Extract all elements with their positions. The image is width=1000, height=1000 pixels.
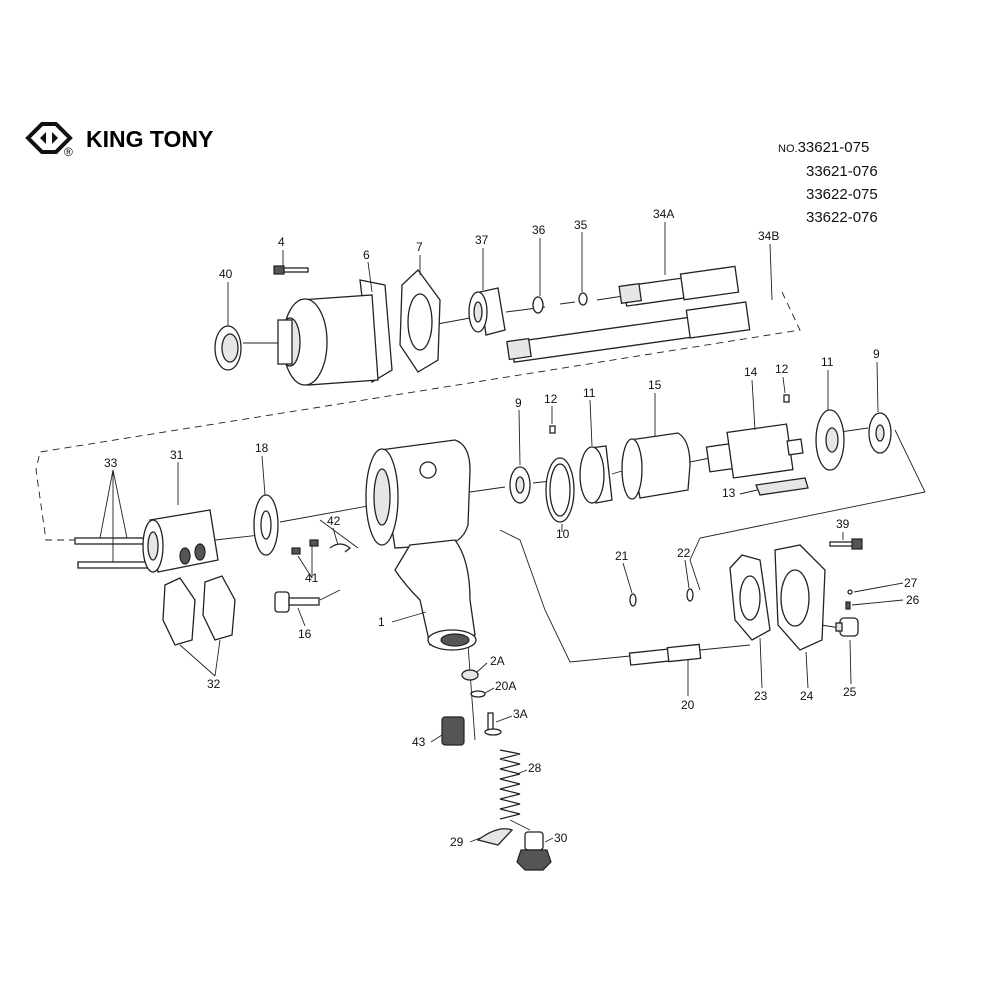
part-6-front-housing [277,279,393,386]
callout-1: 1 [378,615,385,629]
callout-13: 13 [722,486,736,500]
callout-41: 41 [305,571,319,585]
part-29-screen [476,828,514,846]
callout-labels: 4 40 6 7 37 36 35 34A 34B 9 11 12 14 15 … [104,207,920,849]
callout-22: 22 [677,546,691,560]
part-14-rotor [705,423,804,479]
callout-34b: 34B [758,229,779,243]
brand-logo: ® KING TONY [25,122,213,159]
part-41-screws [291,539,319,555]
part-10-ring [545,457,575,523]
callout-25: 25 [843,685,857,699]
part-12-pin-front [549,425,556,434]
callout-20: 20 [681,698,695,712]
model-number-list: NO.33621-075 33621-076 33622-075 33622-0… [778,139,878,226]
model-number-1: NO.33621-075 [778,139,869,156]
king-tony-emblem-icon [25,122,73,154]
part-37-bushing [468,287,506,336]
part-27-ball [847,589,853,595]
part-12-pin-rear [783,394,790,403]
callout-18: 18 [255,441,269,455]
callout-12-front: 12 [544,392,558,406]
callout-4: 4 [278,235,285,249]
part-42-clip [329,543,352,553]
part-20a-o-ring [470,690,486,698]
callout-21: 21 [615,549,629,563]
part-31-hammer-cage [142,509,219,573]
callout-32: 32 [207,677,221,691]
callout-27: 27 [904,576,918,590]
callout-3a: 3A [513,707,528,721]
part-26-spring [845,601,851,610]
part-40-seal [214,325,242,371]
callout-35: 35 [574,218,588,232]
part-34a-anvil-short [618,265,740,307]
callout-6: 6 [363,248,370,262]
part-21-o-ring [629,593,637,607]
part-39-screw [829,538,863,550]
callout-42: 42 [327,514,341,528]
callout-16: 16 [298,627,312,641]
part-20-valve-stem [628,643,702,666]
callout-26: 26 [906,593,920,607]
callout-40: 40 [219,267,233,281]
part-22-o-ring [686,588,694,602]
callout-9-front: 9 [515,396,522,410]
callout-30: 30 [554,831,568,845]
part-28-spring [499,749,521,820]
part-36-ring [532,296,544,314]
model-prefix: NO. [778,143,798,155]
part-2a-bushing [461,669,479,681]
callout-12-rear: 12 [775,362,789,376]
part-3a-throttle-valve [484,712,502,736]
part-13-blade [755,477,809,496]
part-43-trigger [441,716,465,746]
callout-11-front: 11 [583,386,596,400]
part-32-hammers [162,575,236,646]
part-9-bearing-rear [868,412,892,454]
brand-name: KING TONY [86,126,213,152]
part-11-end-plate-front [579,445,613,504]
callout-7: 7 [416,240,423,254]
callout-23: 23 [754,689,768,703]
callout-28: 28 [528,761,542,775]
part-18-washer [253,494,279,556]
callout-24: 24 [800,689,814,703]
callout-39: 39 [836,517,850,531]
part-15-cylinder [621,432,691,500]
callout-20a: 20A [495,679,516,693]
callout-14: 14 [744,365,758,379]
part-23-gasket [729,554,771,641]
callout-11-rear: 11 [821,355,834,369]
part-9-bearing-front [509,466,531,504]
part-25-valve [835,617,859,637]
callout-10: 10 [556,527,570,541]
callout-36: 36 [532,223,546,237]
callout-2a: 2A [490,654,505,668]
callout-29: 29 [450,835,464,849]
part-16-reverse-valve [274,591,320,613]
part-34b-anvil-long [506,301,751,363]
callout-33: 33 [104,456,118,470]
part-24-back-cap [774,544,826,651]
registered-mark: ® [64,145,73,159]
leader-lines [99,222,904,843]
part-35-o-ring [578,292,588,306]
part-4-screw [273,265,309,275]
part-7-gasket [399,269,441,373]
callout-15: 15 [648,378,662,392]
callout-43: 43 [412,735,426,749]
model-number-4: 33622-076 [806,209,878,226]
callout-9-rear: 9 [873,347,880,361]
part-30-air-inlet [516,831,552,871]
part-11-end-plate-rear [815,409,845,471]
callout-34a: 34A [653,207,674,221]
model-number-3: 33622-075 [806,186,878,203]
model-number-2: 33621-076 [806,163,878,180]
part-1-main-housing [365,439,477,651]
callout-31: 31 [170,448,184,462]
callout-37: 37 [475,233,489,247]
